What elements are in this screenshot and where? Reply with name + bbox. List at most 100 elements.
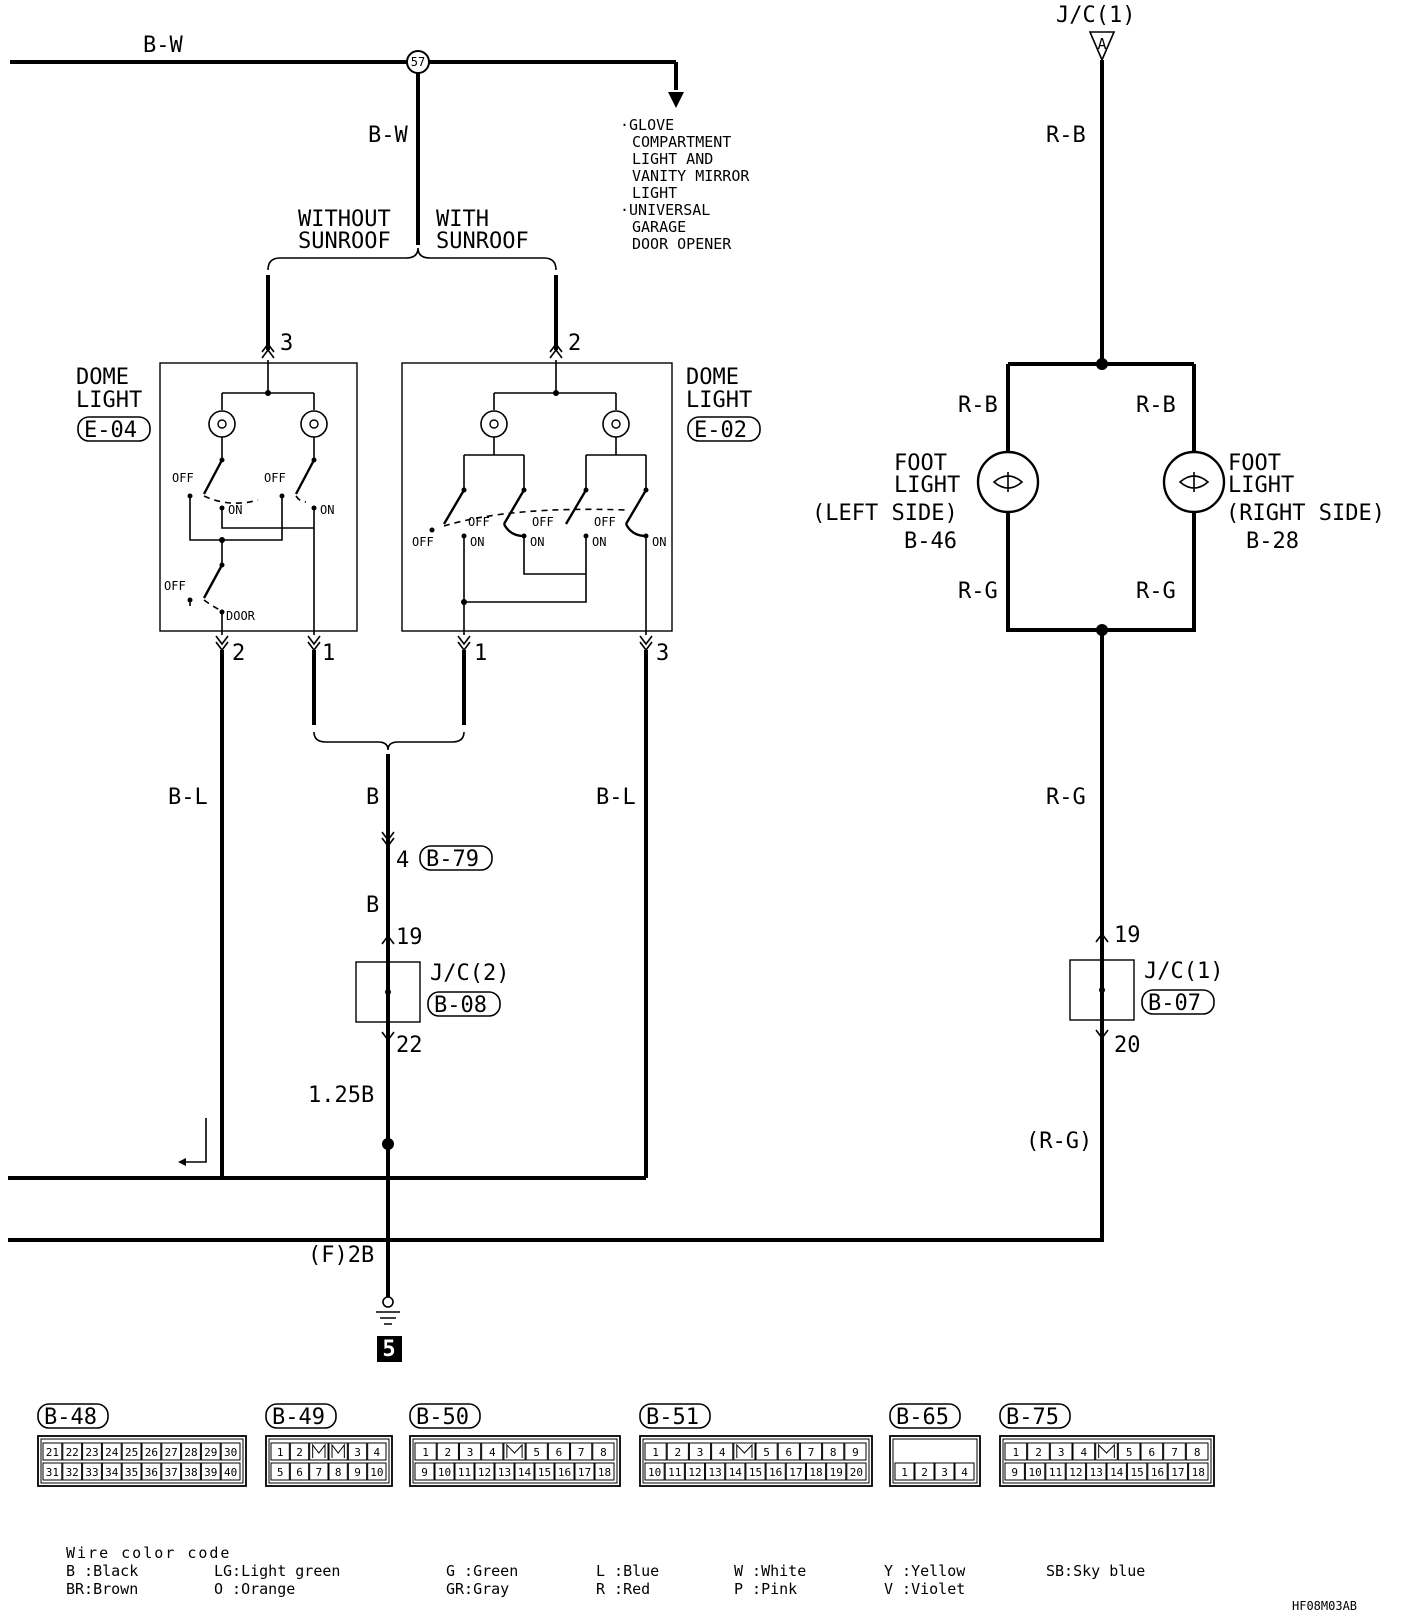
pin-number: 6 — [296, 1466, 303, 1479]
pin-number: 11 — [1049, 1466, 1062, 1479]
switch-on-label: ON — [592, 535, 606, 549]
pin-number: 35 — [125, 1466, 138, 1479]
switch-off-label: OFF — [594, 515, 616, 529]
ground-wiring: B 4 B-79 B 19 J/C(2) B-08 22 1.25B (F)2B… — [8, 650, 1104, 1362]
pin-number: 8 — [830, 1446, 837, 1459]
pin-cell — [534, 1462, 555, 1481]
foot-right-side: (RIGHT SIDE) — [1226, 501, 1385, 526]
switch-on-label: ON — [652, 535, 666, 549]
pin-cell — [200, 1442, 221, 1461]
legend-entry: L :Blue — [596, 1562, 659, 1580]
pin-number: 2 — [921, 1466, 928, 1479]
pin-cell — [1106, 1462, 1127, 1481]
legend-entry: R :Red — [596, 1580, 650, 1598]
connector-code: B-07 — [1148, 991, 1201, 1016]
pin-cell — [664, 1462, 685, 1481]
legend-title: Wire color code — [66, 1544, 231, 1562]
pin-number: 13 — [1090, 1466, 1103, 1479]
key-slot-icon — [736, 1443, 753, 1458]
pin-cell — [181, 1442, 201, 1461]
pin-number: 16 — [1151, 1466, 1164, 1479]
pin-cell — [328, 1462, 348, 1481]
pin-cell — [894, 1462, 915, 1481]
pin-number: 29 — [204, 1446, 217, 1459]
foot-left-line2: LIGHT — [894, 473, 960, 498]
pin-label: 3 — [656, 641, 669, 666]
wire-label-bl: B-L — [596, 785, 636, 810]
pin-number: 12 — [478, 1466, 491, 1479]
legend-entry: LG:Light green — [214, 1562, 340, 1580]
pin-cell — [805, 1462, 827, 1481]
legend-entry: G :Green — [446, 1562, 518, 1580]
pin-number: 5 — [1126, 1446, 1133, 1459]
pin-cell — [481, 1442, 504, 1461]
key-slot-icon — [506, 1443, 523, 1458]
pin-number: 2 — [674, 1446, 681, 1459]
wire-label-bw-drop: B-W — [368, 123, 408, 148]
pin-number: 8 — [600, 1446, 607, 1459]
pin-cell — [725, 1462, 746, 1481]
pin-number: 32 — [66, 1466, 79, 1479]
connector-code: B-51 — [646, 1405, 699, 1430]
note-line: LIGHT — [632, 184, 677, 202]
pin-cell — [414, 1462, 435, 1481]
pin-cell — [270, 1442, 290, 1461]
wire-label-125b: 1.25B — [308, 1083, 374, 1108]
connector-code: E-04 — [84, 418, 137, 443]
pin-number: 18 — [809, 1466, 822, 1479]
pin-number: 39 — [204, 1466, 217, 1479]
pin-cell — [458, 1442, 482, 1461]
pin-cell — [934, 1462, 955, 1481]
switch-off-label: OFF — [468, 515, 490, 529]
pin-cell — [494, 1462, 515, 1481]
glove-note: ·GLOVE COMPARTMENT LIGHT AND VANITY MIRR… — [620, 116, 750, 253]
pin-cell — [161, 1442, 182, 1461]
pin-number: 18 — [598, 1466, 611, 1479]
pin-number: 5 — [533, 1446, 540, 1459]
wire-label-bw-top: B-W — [143, 33, 183, 58]
pin-cell — [1117, 1442, 1141, 1461]
switch-on-label: ON — [320, 503, 334, 517]
pin-number: 10 — [438, 1466, 451, 1479]
pin-number: 40 — [224, 1466, 237, 1479]
pin-label: 2 — [232, 641, 245, 666]
pin-number: 8 — [1194, 1446, 1201, 1459]
connector-triangle-icon — [1088, 31, 1116, 63]
pin-number: 2 — [296, 1446, 303, 1459]
pin-number: 10 — [370, 1466, 383, 1479]
pin-cell — [644, 1462, 665, 1481]
note-line: DOOR OPENER — [632, 235, 732, 253]
pin-label: 4 — [396, 848, 409, 873]
switch-door-label: DOOR — [226, 609, 256, 623]
pin-cell — [220, 1442, 241, 1461]
pin-cell — [367, 1462, 387, 1481]
pin-cell — [1086, 1462, 1107, 1481]
pin-cell — [367, 1442, 387, 1461]
pin-cell — [1049, 1442, 1073, 1461]
switch-off-label: OFF — [172, 471, 194, 485]
sunroof-branch: WITHOUT SUNROOF WITH SUNROOF — [266, 207, 558, 350]
pin-cell — [547, 1442, 571, 1461]
dome-title-1: DOME — [686, 365, 739, 390]
wire-label-rb: R-B — [958, 393, 998, 418]
pin-number: 1 — [277, 1446, 284, 1459]
pin-number: 4 — [1081, 1446, 1088, 1459]
wire-label-rb: R-B — [1046, 123, 1086, 148]
wire-label-f2b: (F)2B — [308, 1243, 374, 1268]
connector-code: B-75 — [1006, 1405, 1059, 1430]
pin-number: 15 — [749, 1466, 762, 1479]
pin-label: 20 — [1114, 1033, 1141, 1058]
pin-number: 6 — [785, 1446, 792, 1459]
switch-off-label: OFF — [532, 515, 554, 529]
pin-number: 13 — [498, 1466, 511, 1479]
pin-cell — [101, 1442, 122, 1461]
foot-right-line1: FOOT — [1228, 451, 1281, 476]
note-line: ·UNIVERSAL — [620, 201, 710, 219]
dome-light-left: 3 DOME LIGHT E-04 OFF OFF ON ON OFF DOOR — [76, 331, 358, 666]
jc2-label: J/C(2) — [430, 961, 509, 986]
pin-number: 9 — [852, 1446, 859, 1459]
